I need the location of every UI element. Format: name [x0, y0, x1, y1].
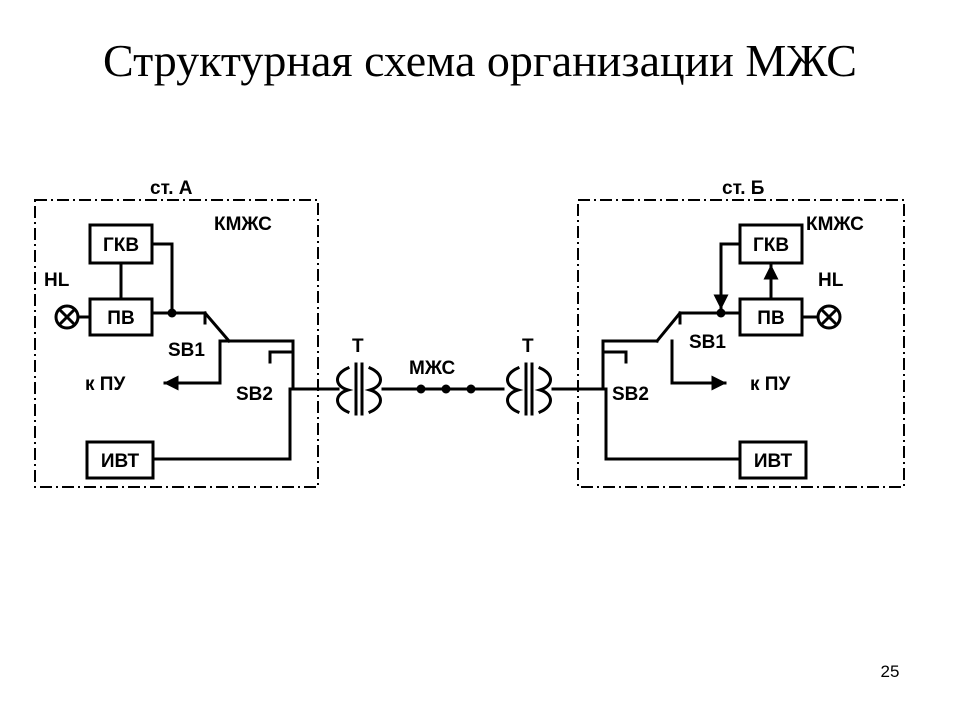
station-a-border [34, 199, 319, 488]
station-a-switch2-label: SB2 [236, 384, 273, 405]
station-a-panel-label: КМЖС [214, 214, 272, 235]
station-a-ivt-label: ИВТ [101, 451, 140, 472]
slide-title: Структурная схема организации МЖС [103, 35, 857, 86]
station-a-to-pu-label: к ПУ [85, 374, 125, 395]
station-a: ст. А КМЖС ГКВ ПВ ИВТ HL SB1 [34, 178, 320, 488]
page-number: 25 [880, 662, 900, 681]
station-a-lamp-icon [54, 304, 80, 330]
station-a-switch1-label: SB1 [168, 340, 205, 361]
transformer-left-icon [336, 362, 382, 416]
station-a-gkv-label: ГКВ [103, 235, 139, 256]
station-a-name: ст. А [150, 178, 193, 199]
station-a-lamp-label: HL [44, 270, 70, 291]
station-b-lamp-icon [816, 304, 842, 330]
station-b: ст. Б КМЖС ГКВ ПВ ИВТ HL SB1 SB2 [576, 178, 905, 488]
station-b-switch2-label: SB2 [612, 384, 649, 405]
transformer-right-icon [506, 362, 552, 416]
station-b-name: ст. Б [722, 178, 764, 199]
station-b-switch1-label: SB1 [689, 332, 726, 353]
station-b-pv-label: ПВ [757, 308, 784, 329]
station-a-pv-label: ПВ [107, 308, 134, 329]
station-b-border [577, 199, 905, 488]
transformer-right-label: Т [522, 336, 534, 357]
line-label: МЖС [409, 358, 456, 379]
station-b-panel-label: КМЖС [806, 214, 864, 235]
station-b-ivt-label: ИВТ [754, 451, 793, 472]
transformer-left-label: Т [352, 336, 364, 357]
station-b-to-pu-label: к ПУ [750, 374, 790, 395]
line-section: Т МЖС Т [316, 336, 580, 416]
station-b-lamp-label: HL [818, 270, 844, 291]
station-b-gkv-label: ГКВ [753, 235, 789, 256]
